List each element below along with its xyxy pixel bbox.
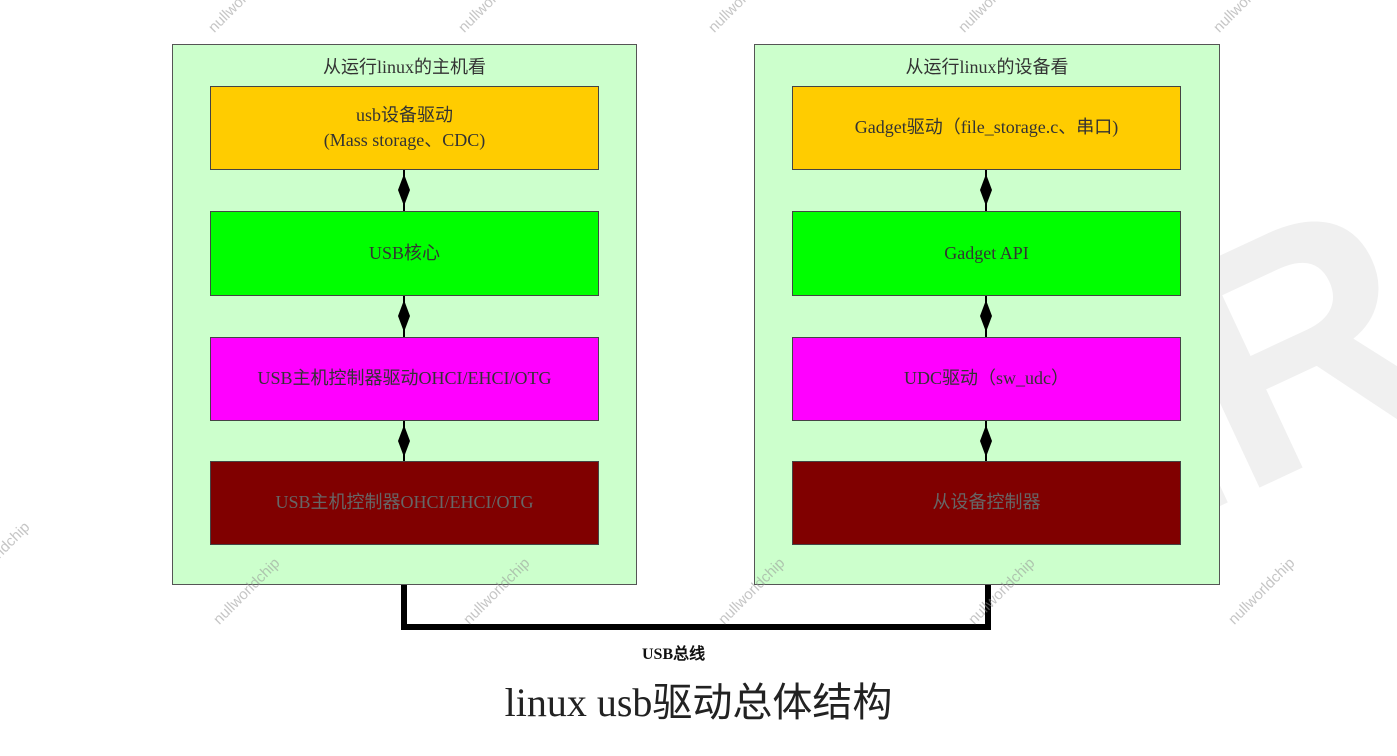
usb-bus-line — [401, 585, 991, 630]
device-controller-box: 从设备控制器 — [792, 461, 1181, 545]
device-side-title: 从运行linux的设备看 — [905, 57, 1069, 77]
watermark-text: nullworldchip — [205, 0, 278, 36]
watermark-text: nullworldchip — [705, 0, 778, 36]
gadget-driver-label: Gadget驱动（file_storage.c、串口) — [854, 117, 1119, 138]
host-controller-box: USB主机控制器OHCI/EHCI/OTG — [210, 461, 599, 545]
usb-device-driver-box: usb设备驱动 (Mass storage、CDC) — [210, 86, 599, 170]
watermark-text: nullworldchip — [0, 518, 34, 593]
host-controller-driver-box: USB主机控制器驱动OHCI/EHCI/OTG — [210, 337, 599, 421]
gadget-driver-box: Gadget驱动（file_storage.c、串口) — [792, 86, 1181, 170]
usb-bus-label: USB总线 — [642, 646, 706, 663]
watermark-text: nullworldchip — [1210, 0, 1283, 36]
usb-device-driver-label: usb设备驱动 — [355, 104, 453, 125]
diagram-caption: linux usb驱动总体结构 — [504, 680, 893, 725]
host-controller-driver-label: USB主机控制器驱动OHCI/EHCI/OTG — [257, 368, 552, 389]
usb-core-label: USB核心 — [368, 242, 440, 263]
gadget-api-box: Gadget API — [792, 211, 1181, 296]
udc-driver-box: UDC驱动（sw_udc） — [792, 337, 1181, 421]
host-controller-label: USB主机控制器OHCI/EHCI/OTG — [275, 492, 534, 513]
gadget-api-label: Gadget API — [944, 242, 1029, 263]
udc-driver-label: UDC驱动（sw_udc） — [904, 368, 1069, 389]
watermark-text: nullworldchip — [955, 0, 1028, 36]
watermark-text: nullworldchip — [1225, 554, 1299, 629]
watermark-text: nullworldchip — [455, 0, 528, 36]
usb-device-driver-sublabel: (Mass storage、CDC) — [323, 130, 486, 150]
usb-core-box: USB核心 — [210, 211, 599, 296]
device-controller-label: 从设备控制器 — [932, 492, 1041, 513]
host-side-title: 从运行linux的主机看 — [322, 57, 486, 77]
